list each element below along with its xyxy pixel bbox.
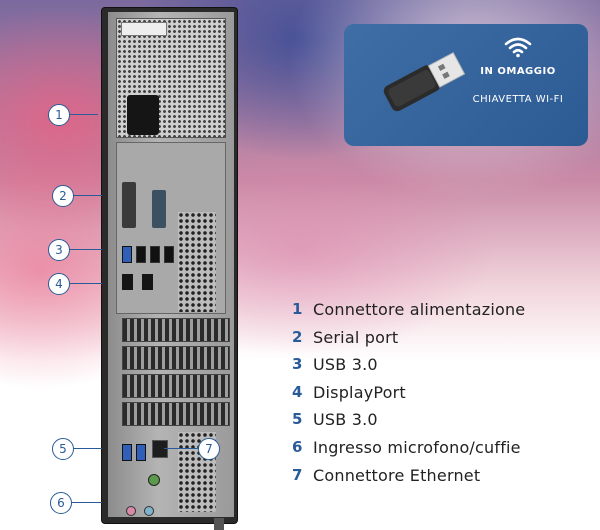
callout-badge: 3 [48,239,70,261]
callout-badge: 2 [52,185,74,207]
callout-line [72,448,102,449]
line-in-jack [144,506,154,516]
expansion-slot [122,318,230,342]
callout-badge: 5 [52,438,74,460]
legend-label: DisplayPort [313,383,406,402]
displayport-port [142,274,153,290]
legend-label: USB 3.0 [313,355,378,374]
gift-subtitle: CHIAVETTA WI-FI [472,94,564,105]
wifi-dongle-icon [383,52,466,112]
psu-sticker [121,22,167,36]
callout-line [72,195,102,196]
callout-badge: 4 [48,273,70,295]
usb2-port [150,246,160,263]
wifi-icon [504,37,532,58]
usb3-port [136,444,146,461]
legend-number: 6 [292,438,303,456]
vent-grille [178,212,216,312]
dvi-port [122,182,136,228]
gift-title: IN OMAGGIO [480,66,556,77]
callout-line [68,249,102,250]
pc-rear-panel [102,8,237,530]
legend-number: 5 [292,410,303,428]
callout-badge: 7 [198,438,220,460]
microphone-jack [126,506,136,516]
legend-number: 1 [292,300,303,318]
power-supply [116,18,226,138]
expansion-slot [122,346,230,370]
legend-label: Connettore alimentazione [313,300,526,319]
callout-line [68,283,102,284]
usb2-port [164,246,174,263]
chassis-back [108,12,234,517]
legend-number: 2 [292,328,303,346]
callout-badge: 1 [48,104,70,126]
legend-number: 4 [292,383,303,401]
callout-line [164,448,200,449]
expansion-slot [122,374,230,398]
ps2-port [148,474,160,486]
usb3-port [122,246,132,263]
legend-label: Connettore Ethernet [313,466,481,485]
displayport-port [122,274,133,290]
power-connector [127,95,159,135]
legend-label: Serial port [313,328,399,347]
callout-line [70,502,102,503]
callout-badge: 6 [50,492,72,514]
legend-label: USB 3.0 [313,410,378,429]
legend-number: 7 [292,466,303,484]
callout-line [68,114,98,115]
gift-box: IN OMAGGIO CHIAVETTA WI-FI [344,24,588,146]
usb2-port [136,246,146,263]
ethernet-port [152,440,168,458]
legend-number: 3 [292,355,303,373]
usb3-port [122,444,132,461]
chassis-foot [214,518,224,530]
legend-label: Ingresso microfono/cuffie [313,438,521,457]
serial-port [152,190,166,228]
expansion-slot [122,402,230,426]
